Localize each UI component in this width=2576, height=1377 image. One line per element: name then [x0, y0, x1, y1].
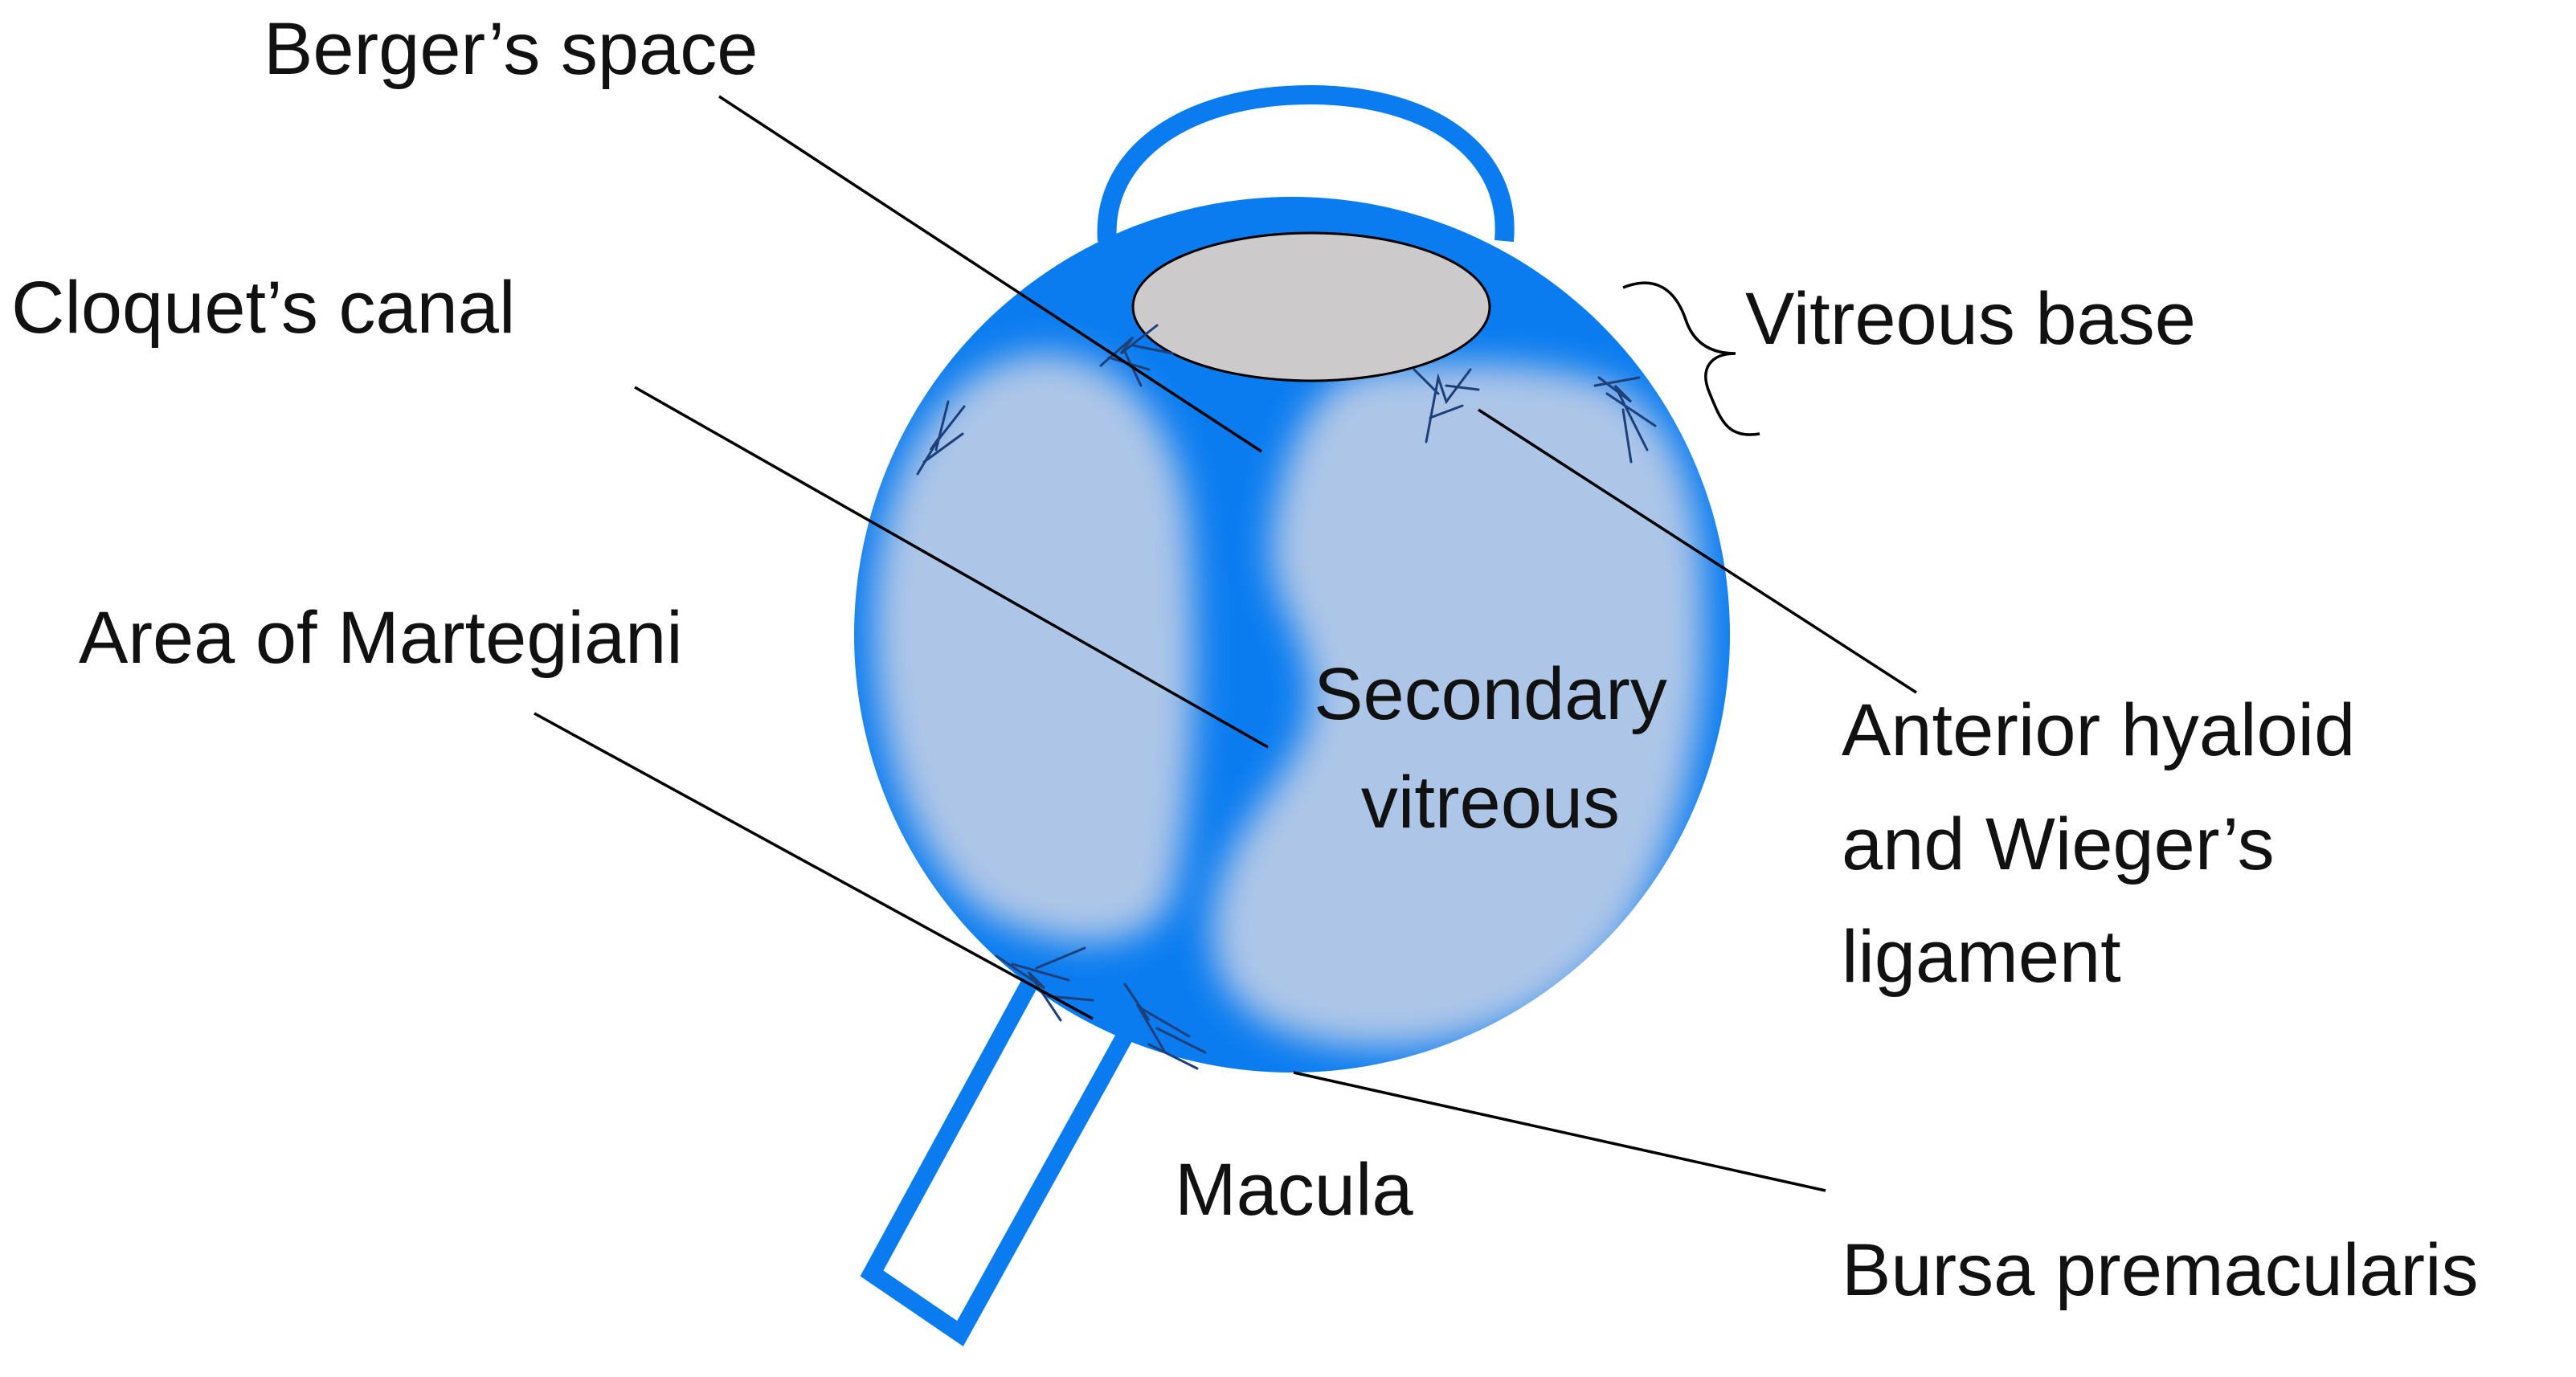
- fibril-tuft-upper-right: [1593, 376, 1657, 464]
- label-anterior-hyaloid-line1: Anterior hyaloid: [1842, 689, 2355, 771]
- vitreous-fibrils: [916, 324, 1657, 1070]
- leader-bursa-premacularis: [1293, 1071, 1826, 1192]
- label-secondary-vitreous-line1: Secondary: [1314, 653, 1667, 735]
- label-area-of-martegiani: Area of Martegiani: [79, 597, 683, 679]
- vitreous-regions: [873, 353, 1704, 1048]
- fibril-tuft-lower-left: [995, 946, 1094, 1022]
- leader-cloquets-canal: [634, 386, 1269, 749]
- leader-lines: [534, 95, 1917, 1192]
- label-secondary-vitreous-line2: vitreous: [1361, 762, 1620, 844]
- label-bursa-premacularis: Bursa premacularis: [1842, 1229, 2479, 1311]
- lens: [1131, 231, 1491, 382]
- vitreous-base-bracket: [1622, 281, 1760, 436]
- leader-bergers-space: [718, 95, 1262, 453]
- label-vitreous-base: Vitreous base: [1745, 278, 2196, 360]
- label-macula: Macula: [1175, 1149, 1413, 1231]
- secondary-vitreous-region: [1212, 363, 1704, 1048]
- fibril-tuft-upper-left: [916, 400, 966, 476]
- label-cloquets-canal: Cloquet’s canal: [11, 267, 515, 349]
- primary-vitreous-left-region: [873, 353, 1194, 942]
- cornea: [1097, 84, 1515, 243]
- leader-area-of-martegiani: [534, 712, 1094, 1020]
- label-anterior-hyaloid-line3: ligament: [1842, 916, 2121, 998]
- label-bergers-space: Berger’s space: [264, 8, 758, 90]
- fibril-tuft-near-lens-right: [1413, 368, 1480, 443]
- label-anterior-hyaloid-line2: and Wieger’s: [1842, 803, 2275, 885]
- leader-anterior-hyaloid: [1478, 408, 1917, 694]
- fibril-tuft-lower-center: [1123, 983, 1207, 1070]
